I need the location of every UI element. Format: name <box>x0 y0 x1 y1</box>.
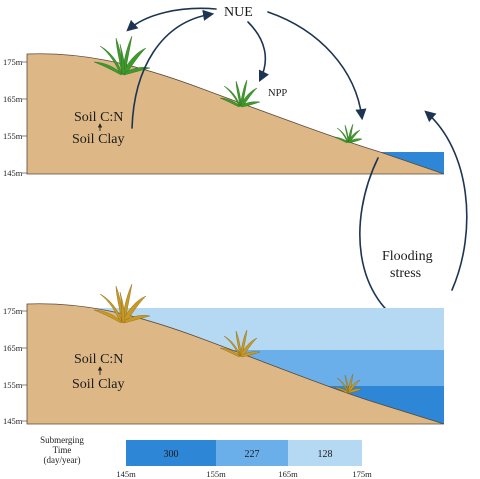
legend-value: 128 <box>318 449 333 460</box>
soil-to-nue-arrow <box>131 9 215 129</box>
tick-label: 145m <box>3 416 23 426</box>
flooding-label: Flooding <box>382 249 433 264</box>
legend-tick: 175m <box>352 469 372 479</box>
tick-label: 145m <box>3 168 23 178</box>
tick-label: 165m <box>3 343 23 353</box>
withered-grass-icon <box>93 283 151 324</box>
withered-grass-icon <box>219 329 261 358</box>
legend-title-line2: Time <box>53 445 72 455</box>
grass-icon <box>333 123 363 144</box>
tick-label: 175m <box>3 306 23 316</box>
legend-tick: 145m <box>116 469 136 479</box>
legend-segment-128 <box>288 440 362 466</box>
flood-arrow-top <box>424 110 468 291</box>
top-panel: 175m 165m 155m 145m Soil C:N Soil Clay <box>3 5 445 178</box>
grass-icon <box>219 79 261 108</box>
soil-cn-label: Soil C:N <box>74 352 123 367</box>
legend-value: 227 <box>245 449 260 460</box>
withered-grass-icon <box>333 373 363 394</box>
tick-label: 175m <box>3 57 23 67</box>
top-soil <box>26 53 445 175</box>
nue-to-lowgrass-arrow <box>267 11 367 121</box>
top-elevation-axis: 175m 165m 155m 145m <box>3 57 27 178</box>
grass-icon <box>93 35 151 76</box>
soil-clay-label: Soil Clay <box>72 377 125 392</box>
tick-label: 155m <box>3 380 23 390</box>
stress-label: stress <box>390 266 421 281</box>
legend-tick: 165m <box>278 469 298 479</box>
legend-title-line3: (day/year) <box>44 455 81 465</box>
bottom-elevation-axis: 175m 165m 155m 145m <box>3 306 27 426</box>
soil-clay-label: Soil Clay <box>72 132 125 147</box>
legend-segment-227 <box>216 440 288 466</box>
npp-label: NPP <box>268 88 287 99</box>
tick-label: 155m <box>3 131 23 141</box>
bottom-panel: 175m 165m 155m 145m Soil C:N Soil Clay <box>3 283 445 426</box>
nue-to-npp-arrow <box>247 21 270 83</box>
legend-title-line1: Submerging <box>40 435 84 445</box>
legend-value: 300 <box>164 449 179 460</box>
tick-label: 165m <box>3 94 23 104</box>
nue-label: NUE <box>224 5 253 20</box>
bottom-soil <box>26 303 445 425</box>
legend-tick: 155m <box>206 469 226 479</box>
flood-arrow-down <box>359 157 417 332</box>
legend-segment-300 <box>126 440 216 466</box>
soil-cn-label: Soil C:N <box>74 110 123 125</box>
nue-to-grass-arrow <box>126 7 217 32</box>
submerging-time-legend: Submerging Time (day/year) 300 227 128 1… <box>40 435 372 479</box>
